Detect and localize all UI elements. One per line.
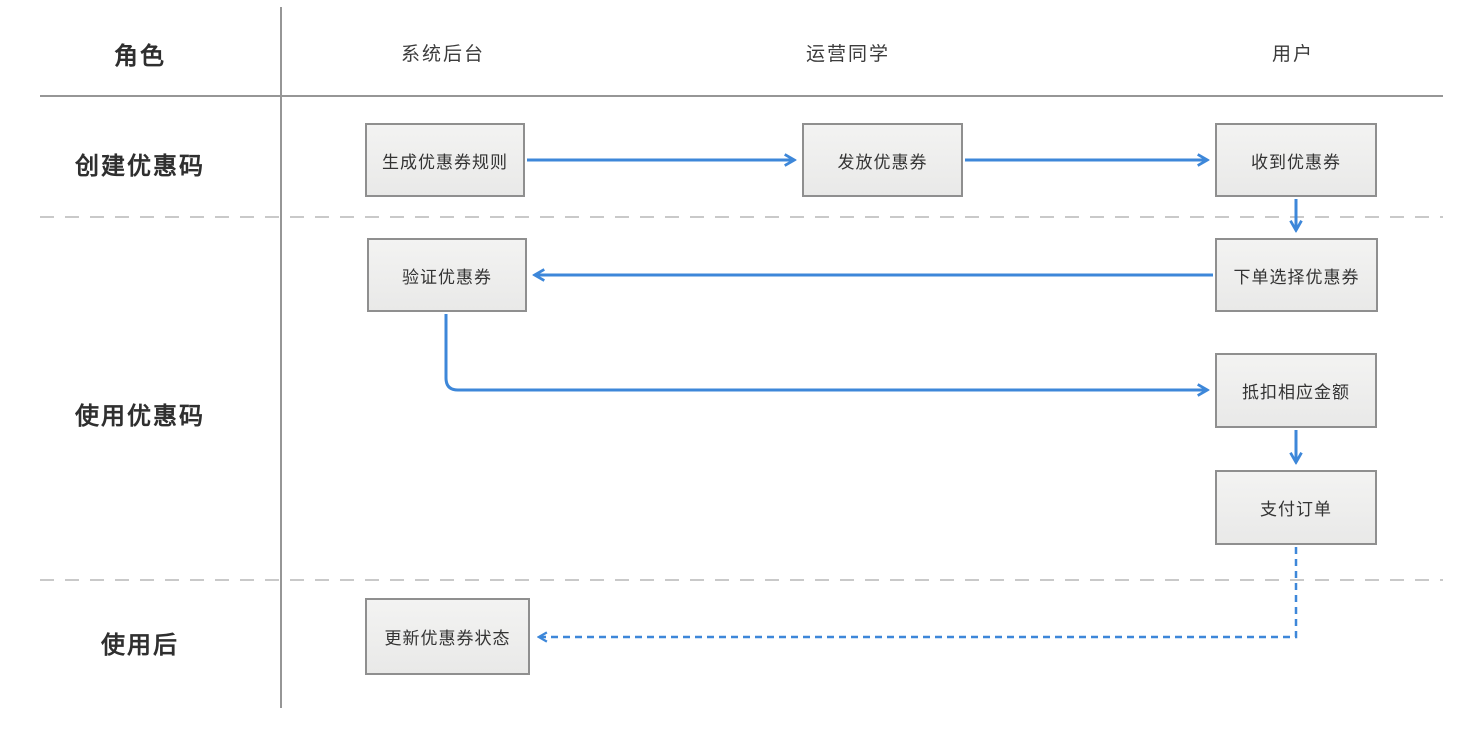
row-divider-1 (40, 216, 1443, 218)
node-label: 验证优惠券 (402, 267, 492, 287)
node-label: 下单选择优惠券 (1233, 267, 1360, 287)
node-generate-coupon-rules: 生成优惠券规则 (365, 123, 525, 197)
column-header-system-backend: 系统后台 (400, 44, 485, 65)
connector-pay-to-update-status (540, 547, 1298, 637)
node-label: 支付订单 (1260, 500, 1332, 519)
corner-label: 角色 (114, 43, 166, 70)
column-header-user: 用户 (1271, 44, 1314, 65)
node-label: 抵扣相应金额 (1242, 383, 1350, 402)
node-label: 生成优惠券规则 (382, 152, 508, 172)
row-divider-2 (40, 579, 1443, 581)
node-receive-coupon: 收到优惠券 (1215, 123, 1377, 197)
node-pay-order: 支付订单 (1215, 470, 1377, 545)
node-update-coupon-status: 更新优惠券状态 (365, 598, 530, 675)
row-label-after-use: 使用后 (101, 632, 179, 659)
node-distribute-coupon: 发放优惠券 (802, 123, 963, 197)
node-order-select-coupon: 下单选择优惠券 (1215, 238, 1378, 312)
role-column-divider (280, 7, 282, 708)
node-verify-coupon: 验证优惠券 (367, 238, 527, 312)
connector-verify-to-deduct (444, 314, 1206, 390)
row-label-create-coupon: 创建优惠码 (75, 153, 205, 180)
column-header-operations: 运营同学 (805, 44, 890, 65)
node-deduct-amount: 抵扣相应金额 (1215, 353, 1377, 428)
node-label: 发放优惠券 (837, 152, 928, 172)
node-label: 更新优惠券状态 (384, 629, 511, 648)
row-label-use-coupon: 使用优惠码 (75, 403, 205, 430)
header-divider (40, 95, 1443, 97)
node-label: 收到优惠券 (1251, 152, 1341, 172)
